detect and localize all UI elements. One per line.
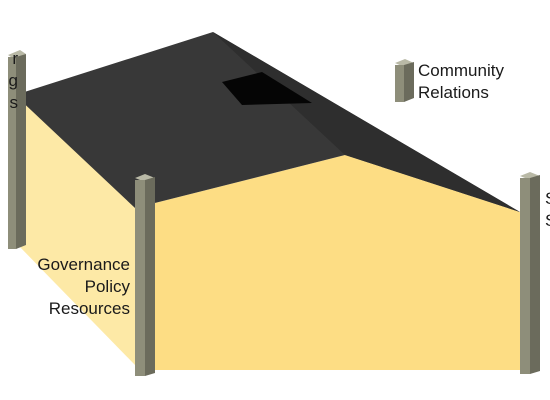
governance-line: Governance [37, 255, 130, 274]
post-back-left [8, 50, 26, 249]
left-post-label-line-1: r [12, 49, 18, 68]
post-front-middle [135, 174, 155, 376]
chimney-opening [222, 72, 312, 105]
left-post-label-line-2: g [8, 71, 18, 90]
community-relations-line-1: Community [418, 61, 504, 80]
resources-line: Resources [48, 299, 130, 318]
right-post-label: S S [545, 188, 550, 232]
governance-policy-resources-label: Governance Policy Resources [37, 254, 130, 320]
post-back-right [395, 59, 414, 102]
policy-line: Policy [84, 277, 130, 296]
right-post-label-line-2: S [545, 210, 550, 232]
left-side-wall [18, 95, 135, 365]
community-relations-line-2: Relations [418, 83, 489, 102]
post-front-right [520, 172, 540, 374]
right-post-label-line-1: S [545, 188, 550, 210]
front-wall [135, 155, 520, 370]
roof-right-plane [213, 32, 520, 212]
left-post-label: r g s [9, 48, 18, 114]
left-post-label-line-3: s [9, 93, 19, 112]
community-relations-label: Community Relations [418, 60, 504, 104]
